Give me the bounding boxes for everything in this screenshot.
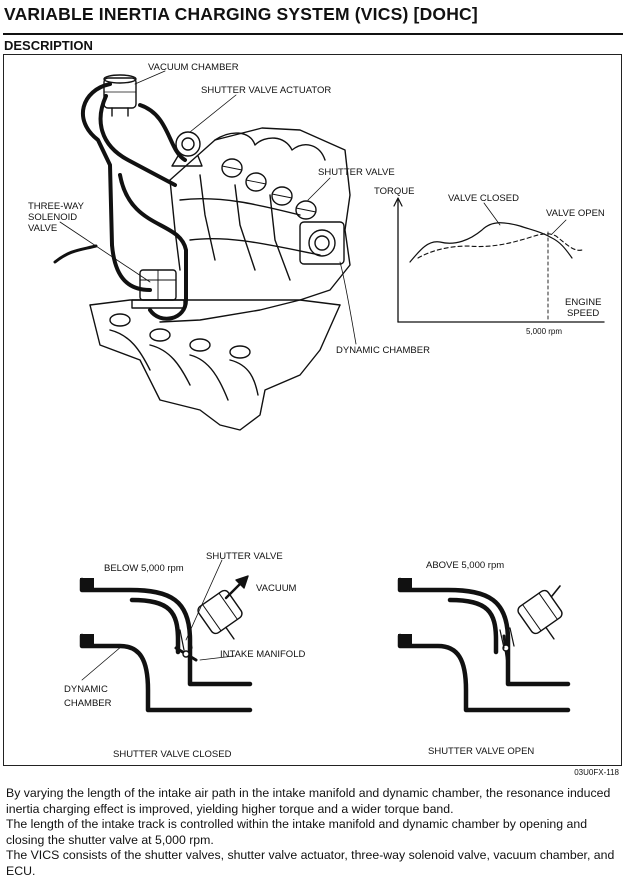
intake-manifold-drawing	[89, 299, 341, 431]
label-left-rpm: BELOW 5,000 rpm	[104, 563, 184, 574]
schematic-open	[397, 577, 571, 713]
actuator-right	[517, 589, 563, 640]
solenoid-valve-drawing	[131, 269, 185, 309]
engine-block-drawing	[53, 127, 351, 323]
label-shutter-valve: SHUTTER VALVE	[318, 167, 395, 178]
torque-rpm-marker: 5,000 rpm	[526, 327, 562, 336]
description-paragraph-1: By varying the length of the intake air …	[6, 786, 611, 816]
schematic-closed	[79, 559, 253, 713]
leader-valve-closed	[483, 202, 501, 226]
figure-code: 03U0FX-118	[574, 768, 619, 777]
curve-valve-closed	[409, 222, 573, 263]
label-three-way-3: VALVE	[28, 223, 57, 234]
page-title: VARIABLE INERTIA CHARGING SYSTEM (VICS) …	[4, 4, 478, 24]
leader-lines	[59, 70, 357, 345]
label-left-shutter-valve: SHUTTER VALVE	[206, 551, 283, 562]
torque-arrow-y	[393, 197, 403, 207]
label-dynamic-chamber: DYNAMIC CHAMBER	[336, 345, 430, 356]
label-valve-closed: VALVE CLOSED	[448, 193, 519, 204]
label-shutter-valve-actuator: SHUTTER VALVE ACTUATOR	[201, 85, 331, 96]
section-heading: DESCRIPTION	[4, 38, 93, 53]
torque-graph	[393, 197, 605, 323]
torque-xlabel-1: ENGINE	[565, 297, 601, 308]
description-text: By varying the length of the intake air …	[6, 786, 622, 879]
curve-valve-open	[417, 233, 583, 259]
label-intake-manifold: INTAKE MANIFOLD	[220, 649, 305, 660]
label-dynamic-1: DYNAMIC	[64, 684, 108, 695]
figure-frame	[3, 54, 622, 766]
vacuum-arrow	[224, 580, 244, 600]
actuator-drawing	[171, 131, 203, 167]
torque-xlabel-2: SPEED	[567, 308, 599, 319]
label-three-way-1: THREE-WAY	[28, 201, 85, 212]
description-paragraph-3: The VICS consists of the shutter valves,…	[6, 848, 615, 878]
vacuum-chamber-drawing	[103, 74, 137, 117]
leader-valve-open	[551, 219, 567, 235]
engine-illustration	[53, 70, 357, 431]
label-vacuum-chamber: VACUUM CHAMBER	[148, 62, 239, 73]
title-rule	[3, 33, 623, 35]
torque-ylabel: TORQUE	[374, 186, 414, 197]
label-vacuum: VACUUM	[256, 583, 297, 594]
vacuum-hoses	[80, 82, 188, 321]
label-valve-open: VALVE OPEN	[546, 208, 605, 219]
label-right-rpm: ABOVE 5,000 rpm	[426, 560, 504, 571]
caption-closed: SHUTTER VALVE CLOSED	[113, 749, 232, 760]
label-three-way-2: SOLENOID	[28, 212, 77, 223]
label-dynamic-2: CHAMBER	[64, 698, 112, 709]
description-paragraph-2: The length of the intake track is contro…	[6, 817, 588, 847]
actuator-left	[197, 589, 243, 640]
caption-open: SHUTTER VALVE OPEN	[428, 746, 534, 757]
